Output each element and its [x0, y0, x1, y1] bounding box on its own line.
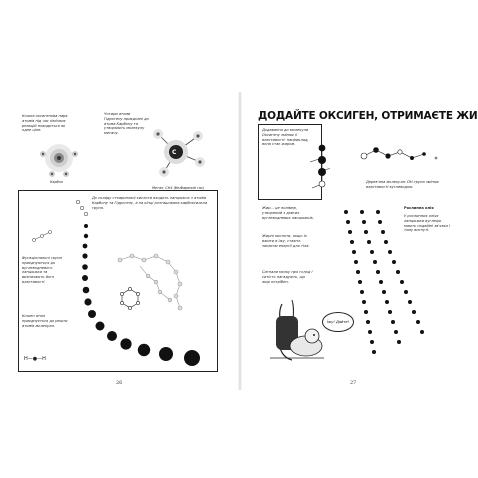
fat-text-3: Сигнали мозку про голод і ситість нагаду…: [262, 270, 313, 284]
caption-methane: Чотири атоми Гідрогену приєднані до атом…: [104, 112, 149, 136]
right-page-number: 27: [350, 380, 357, 386]
cartoon-character: [270, 299, 324, 361]
hydrogen-molecule-label: H—●—H: [24, 356, 46, 362]
alcohol-caption: Дерев'яна молекула: ОН-група змінює влас…: [366, 180, 439, 189]
alcohol-chain: [360, 147, 438, 160]
plant-oil-text: У рослинних оліях ланцюжки вуглецю мають…: [404, 214, 451, 233]
oxygen-box-text: Додавання до молекули Оксигену змінює її…: [262, 128, 309, 147]
label-carbon: Карбон: [50, 180, 64, 184]
fat-text-2: Жирні кислоти, якщо їх вжити в їжу, стаю…: [262, 234, 310, 248]
plant-oil-box: [404, 206, 448, 270]
methane-illustration: [153, 129, 205, 177]
left-page-number: 26: [116, 380, 123, 386]
carbon-atom-illustration: [40, 144, 78, 177]
methane-carbon-letter: C: [172, 149, 177, 156]
right-page-heading: ДОДАЙТЕ ОКСИГЕН, ОТРИМАЄТЕ ЖИР: [258, 110, 478, 122]
fat-chains: [344, 210, 424, 354]
atoms-join-text: Кожен атом приєднується до решти атомів …: [22, 314, 68, 328]
functional-groups-text: Функціональні групи приєднуються до вугл…: [22, 256, 62, 284]
oxygen-box: [258, 124, 322, 200]
label-methane: Метан, CH4 (безбарвний газ): [152, 186, 204, 190]
book-gutter: [238, 92, 242, 390]
speech-bubble: Їжу! Дайте!: [322, 312, 354, 332]
stearic-acid-text: До складу стеаринової кислоти входить ла…: [92, 196, 208, 210]
plant-oil-title: Рослинна олія: [404, 206, 434, 210]
stearic-acid-chain: [32, 199, 200, 366]
stearic-acid-box: [18, 190, 218, 372]
alcohol-box: [330, 124, 448, 198]
plant-oil-label: Рослинна олія: [404, 206, 450, 211]
fat-text-1: Жир... це полімер, утворений з довгих ву…: [262, 206, 314, 220]
caption-oxygen-pair: Кожна оксигенова пара атомів під час хім…: [22, 114, 68, 133]
